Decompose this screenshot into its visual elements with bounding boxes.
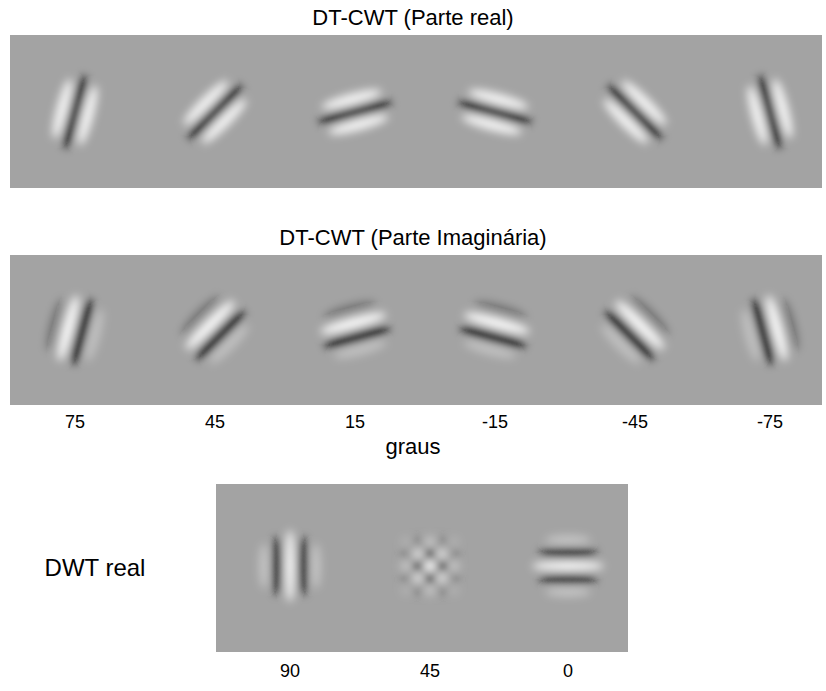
wavelet-stripe xyxy=(327,111,390,139)
checker-blob xyxy=(424,560,436,572)
angle-value: 75 xyxy=(65,413,85,433)
angle-value: -45 xyxy=(622,413,648,433)
checker-blob xyxy=(448,536,460,548)
wavelet-patch xyxy=(592,287,677,372)
wavelet-stripe xyxy=(311,543,321,588)
wavelet-stripe xyxy=(532,561,604,571)
angle-value: -15 xyxy=(482,413,508,433)
wavelet-patch xyxy=(259,530,321,602)
checker-blob xyxy=(412,536,424,548)
wavelet-stripe xyxy=(285,530,295,602)
wavelet-stripe xyxy=(332,336,388,362)
wavelet-patch xyxy=(455,296,535,364)
checker-blob xyxy=(424,548,436,560)
row-label: DWT real xyxy=(45,555,146,581)
wavelet-stripe xyxy=(744,84,772,147)
panel-title: DT-CWT (Parte Imaginária) xyxy=(279,226,546,250)
wavelet-stripe xyxy=(738,307,764,363)
checker-blob xyxy=(436,584,448,596)
wavelet-patch xyxy=(532,535,604,597)
wavelet-patch xyxy=(400,536,460,596)
real-part-panel xyxy=(10,35,822,188)
checker-blob xyxy=(400,572,412,584)
wavelet-stripe xyxy=(81,307,107,363)
wavelet-stripe xyxy=(545,587,590,597)
checker-blob xyxy=(436,548,448,560)
checker-blob xyxy=(424,536,436,548)
wavelet-patch xyxy=(315,296,395,364)
checker-blob xyxy=(400,584,412,596)
checker-blob xyxy=(400,560,412,572)
angle-value: 0 xyxy=(563,662,573,682)
checker-blob xyxy=(448,560,460,572)
wavelet-stripe xyxy=(545,535,590,545)
checker-blob xyxy=(436,536,448,548)
wavelet-stripe xyxy=(539,574,598,584)
wavelet-stripe xyxy=(539,548,598,558)
wavelet-patch xyxy=(453,84,536,140)
wavelet-stripe xyxy=(74,84,102,147)
checker-blob xyxy=(412,560,424,572)
wavelet-stripe xyxy=(206,321,253,368)
angle-value: 45 xyxy=(205,413,225,433)
wavelet-patch xyxy=(41,290,109,370)
angle-value: 45 xyxy=(420,662,440,682)
wavelet-stripe xyxy=(259,543,269,588)
panel-title: DT-CWT (Parte real) xyxy=(312,6,513,30)
checker-blob xyxy=(400,536,412,548)
wavelet-patch xyxy=(313,84,396,140)
angle-value: 90 xyxy=(280,662,300,682)
wavelet-stripe xyxy=(460,111,523,139)
wavelet-stripe xyxy=(462,336,518,362)
angle-value: -75 xyxy=(757,413,783,433)
imaginary-part-panel xyxy=(10,255,822,405)
wavelet-stripe xyxy=(298,537,308,596)
wavelet-patch xyxy=(595,72,676,153)
angle-value: 15 xyxy=(345,413,365,433)
wavelet-patch xyxy=(736,290,804,370)
wavelet-patch xyxy=(172,287,257,372)
checker-blob xyxy=(412,584,424,596)
dwt-panel xyxy=(216,484,628,652)
axis-unit: graus xyxy=(385,435,440,459)
wavelet-stripe xyxy=(597,321,644,368)
checker-blob xyxy=(400,548,412,560)
wavelet-patch xyxy=(47,70,103,153)
wavelet-stripe xyxy=(600,95,652,147)
wavelet-patch xyxy=(742,70,798,153)
checker-blob xyxy=(412,548,424,560)
checker-blob xyxy=(448,572,460,584)
checker-blob xyxy=(448,584,460,596)
wavelet-patch xyxy=(175,72,256,153)
checker-blob xyxy=(436,572,448,584)
checker-blob xyxy=(424,584,436,596)
checker-blob xyxy=(412,572,424,584)
checker-blob xyxy=(436,560,448,572)
checker-blob xyxy=(448,548,460,560)
wavelet-stripe xyxy=(198,95,250,147)
checker-blob xyxy=(424,572,436,584)
wavelet-stripe xyxy=(272,537,282,596)
